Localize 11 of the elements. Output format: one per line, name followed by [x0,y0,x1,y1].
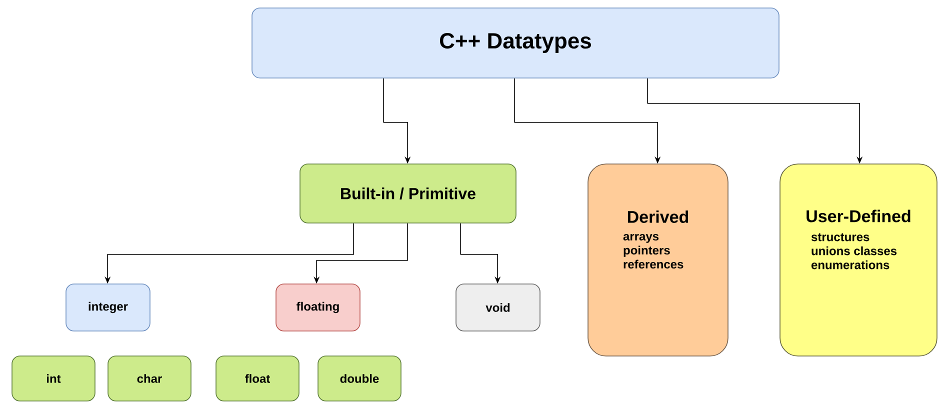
category-box: User-Defined structures unions classes enumerations [780,164,938,356]
title-box: C++ Datatypes [252,8,780,78]
category-box: Built-in / Primitive [300,164,516,224]
type-box: char [108,356,192,402]
type-box: double [318,356,402,402]
type-box: void [456,284,540,332]
type-box: integer [66,284,150,332]
type-box: float [216,356,300,402]
type-box: int [12,356,96,402]
type-box: floating [276,284,360,332]
category-box: Derived arrays pointers references [588,164,728,356]
